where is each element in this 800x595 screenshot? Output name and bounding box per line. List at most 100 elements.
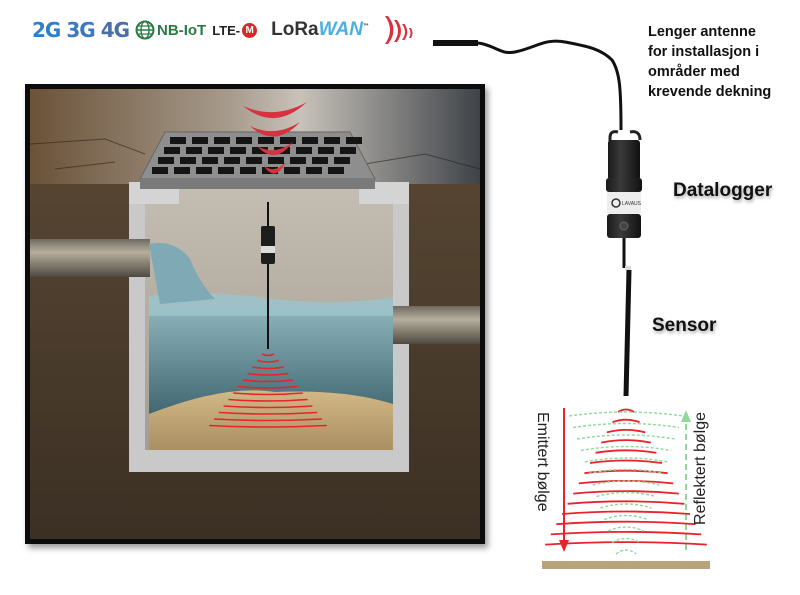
connectivity-logos: 2G 3G 4G NB-IoT LTE- M LoRaWAN™ xyxy=(32,14,421,46)
signal-arcs xyxy=(243,102,307,174)
emitted-arc xyxy=(550,531,702,536)
ltem-label: LTE- xyxy=(212,22,241,38)
emitted-arc xyxy=(545,541,707,546)
emitted-arc xyxy=(595,449,657,454)
grate-hole xyxy=(170,137,186,144)
scene-wave-arc xyxy=(209,424,327,428)
grate-hole xyxy=(318,147,334,154)
lora-tm: ™ xyxy=(362,23,369,30)
logo-2g: 2G xyxy=(32,18,61,42)
antenna-callout-line: for installasjon i xyxy=(648,44,760,60)
drain-grate xyxy=(139,131,376,189)
grate-hole xyxy=(230,147,246,154)
lora-suffix: WAN xyxy=(318,19,363,40)
scene-wave-arc xyxy=(213,418,323,422)
logo-4g: 4G xyxy=(100,18,130,42)
reflected-arc xyxy=(588,468,664,475)
reflected-arrow-head xyxy=(681,410,691,422)
scene-wave-arc xyxy=(247,372,289,376)
logo-nbiot: NB-IoT xyxy=(135,20,206,40)
emitted-arc xyxy=(561,510,691,515)
scene-wave-arc xyxy=(223,405,313,409)
grate-hole xyxy=(340,147,356,154)
lora-prefix: LoRa xyxy=(271,19,319,40)
grate-hole xyxy=(306,167,322,174)
emitted-arc xyxy=(589,459,663,464)
reflected-arc xyxy=(596,491,656,498)
scene-sensor-waves xyxy=(209,353,327,428)
emitted-arc xyxy=(578,480,674,485)
grate-hole xyxy=(346,137,362,144)
ltem-badge-letter: M xyxy=(245,24,254,36)
antenna-callout: Lenger antenne for installasjon i område… xyxy=(648,22,798,102)
grate-hole xyxy=(174,167,190,174)
datalogger-label: Datalogger xyxy=(673,180,773,201)
reflected-arc xyxy=(580,445,672,452)
antenna-stub xyxy=(433,40,478,46)
grate-hole xyxy=(280,137,296,144)
logo-ltem: LTE- M xyxy=(212,22,258,38)
grate-hole xyxy=(186,147,202,154)
grate-hole xyxy=(180,157,196,164)
scene-wave-arc xyxy=(233,392,303,396)
sediment-strip xyxy=(542,561,710,569)
device-brand: LAVAUS xyxy=(622,201,642,207)
datalogger-device: LAVAUS xyxy=(606,130,642,268)
emitted-arc xyxy=(612,418,640,424)
device-label-band xyxy=(607,192,641,214)
sensor-label: Sensor xyxy=(652,315,717,336)
reflected-wave-arcs xyxy=(569,411,683,555)
grate-hole xyxy=(284,167,300,174)
reflected-arc xyxy=(584,457,668,463)
sensor-cable xyxy=(623,266,632,397)
emitted-arc xyxy=(617,408,635,413)
logo-3g: 3G xyxy=(66,18,95,42)
grate-hole xyxy=(290,157,306,164)
grate-hole xyxy=(296,147,312,154)
nbiot-label: NB-IoT xyxy=(157,21,207,39)
grate-hole xyxy=(164,147,180,154)
scene-wave-arc xyxy=(228,398,308,402)
reflected-arc xyxy=(611,537,641,544)
grate-hole xyxy=(324,137,340,144)
signal-arc xyxy=(243,102,307,119)
grate-hole xyxy=(192,137,208,144)
brand-logo-icon xyxy=(611,198,621,208)
wave-diagram xyxy=(542,408,710,569)
antenna-callout-line: områder med xyxy=(648,64,740,80)
reflected-arc xyxy=(604,514,648,521)
scene-wave-arc xyxy=(218,411,318,415)
emitted-wave-arcs xyxy=(545,408,707,546)
grate-hole xyxy=(236,137,252,144)
grate-hole xyxy=(302,137,318,144)
scene-wave-arc xyxy=(237,385,299,389)
signal-arc xyxy=(250,122,300,137)
globe-icon xyxy=(135,20,155,40)
signal-arc xyxy=(264,162,286,174)
grate-hole xyxy=(224,157,240,164)
reflected-arc xyxy=(600,503,652,509)
emitted-arc xyxy=(567,500,685,505)
scene-wave-arc xyxy=(242,379,294,383)
emitted-wave-label: Emittert bølge xyxy=(534,412,551,512)
reflected-arc xyxy=(572,422,680,429)
reflected-arc xyxy=(576,434,676,440)
scene-wave-arc xyxy=(252,366,284,370)
logo-lorawan: LoRaWAN™ xyxy=(271,19,369,41)
manhole-illustration xyxy=(29,89,481,539)
ltem-badge-icon: M xyxy=(242,22,258,38)
reflected-arc xyxy=(569,411,683,417)
inlet-pipe xyxy=(30,239,150,277)
emitted-arc xyxy=(606,429,646,434)
emitted-arc xyxy=(601,439,651,444)
datalogger-in-manhole xyxy=(261,226,275,264)
emitted-arc xyxy=(556,520,696,526)
grate-hole xyxy=(240,167,256,174)
grate-hole xyxy=(252,147,268,154)
grate-hole xyxy=(246,157,262,164)
manhole-scene xyxy=(25,84,485,544)
grate-hole xyxy=(202,157,218,164)
connector-icon xyxy=(619,221,629,231)
radio-waves-icon xyxy=(384,16,413,44)
